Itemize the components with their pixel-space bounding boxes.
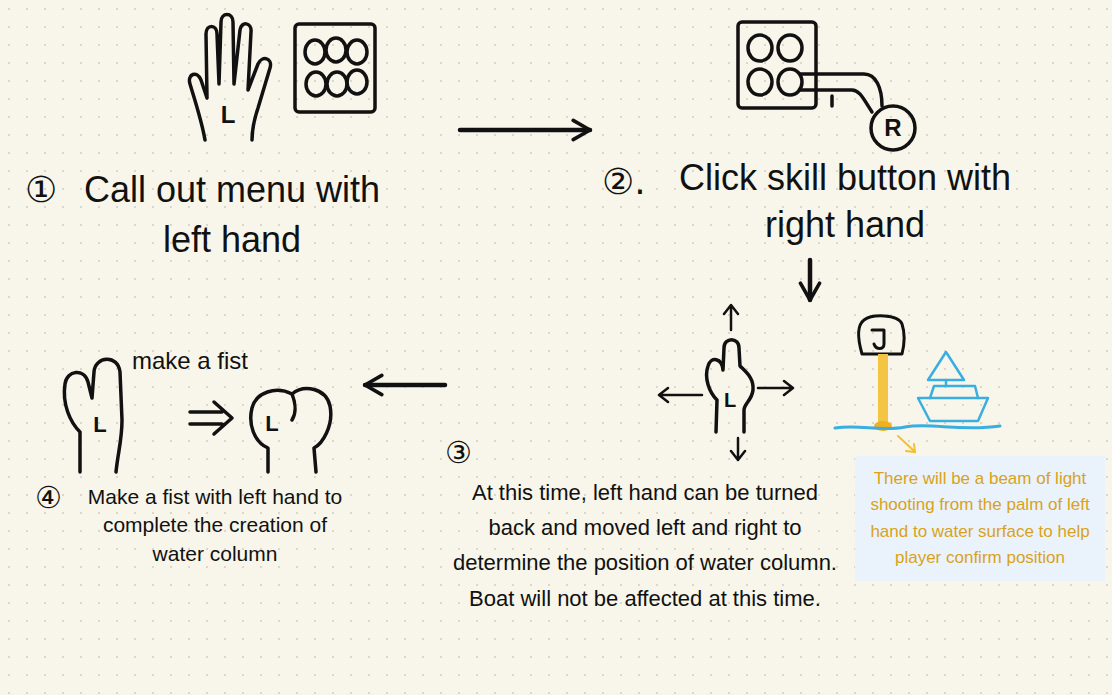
flow-arrow <box>808 260 813 300</box>
beam-hand <box>859 316 905 354</box>
light-beam <box>878 354 888 424</box>
step-number: ① <box>25 167 67 214</box>
flow-arrow <box>365 383 445 388</box>
step-number: ②. <box>602 159 660 206</box>
step-number: ③ <box>445 435 485 471</box>
open-hand <box>64 359 122 472</box>
step-caption: Call out menu with left hand <box>67 165 397 266</box>
turned-hand <box>707 340 753 432</box>
note-pointer <box>898 436 915 452</box>
step-caption: At this time, left hand can be turned ba… <box>450 475 840 616</box>
step-group: ②.Click skill button with right hand <box>590 15 1075 260</box>
fist-hand <box>251 389 331 472</box>
open-hand <box>189 15 270 141</box>
hand-letter: L <box>93 414 106 436</box>
hand-letter: R <box>884 116 901 140</box>
boat <box>918 352 988 421</box>
double-arrow <box>190 402 232 434</box>
step-group: ③ At this time, left hand can be turned b… <box>445 300 845 690</box>
direction-arrows <box>659 305 793 460</box>
note-box: There will be a beam of light shooting f… <box>855 456 1105 581</box>
hand-circle <box>871 106 915 150</box>
step-group: ①Call out menu with left hand <box>25 15 460 285</box>
hand-letter: L <box>265 413 278 435</box>
hand-letter: L <box>724 390 736 410</box>
skill-menu <box>738 22 816 108</box>
step-group: make a fist ④Make a fist with left hand t… <box>20 335 365 610</box>
step-caption: Click skill button with right hand <box>660 155 1030 249</box>
step-caption: Make a fist with left hand to complete t… <box>80 483 350 568</box>
note-text: There will be a beam of light shooting f… <box>865 466 1095 571</box>
pointing-arm <box>800 74 882 112</box>
gesture-label: make a fist <box>132 347 322 376</box>
skill-menu <box>295 24 375 112</box>
step-number: ④ <box>35 480 75 516</box>
hand-letter: L <box>221 103 236 127</box>
water-surface <box>835 426 1000 429</box>
flow-arrow <box>460 128 590 133</box>
